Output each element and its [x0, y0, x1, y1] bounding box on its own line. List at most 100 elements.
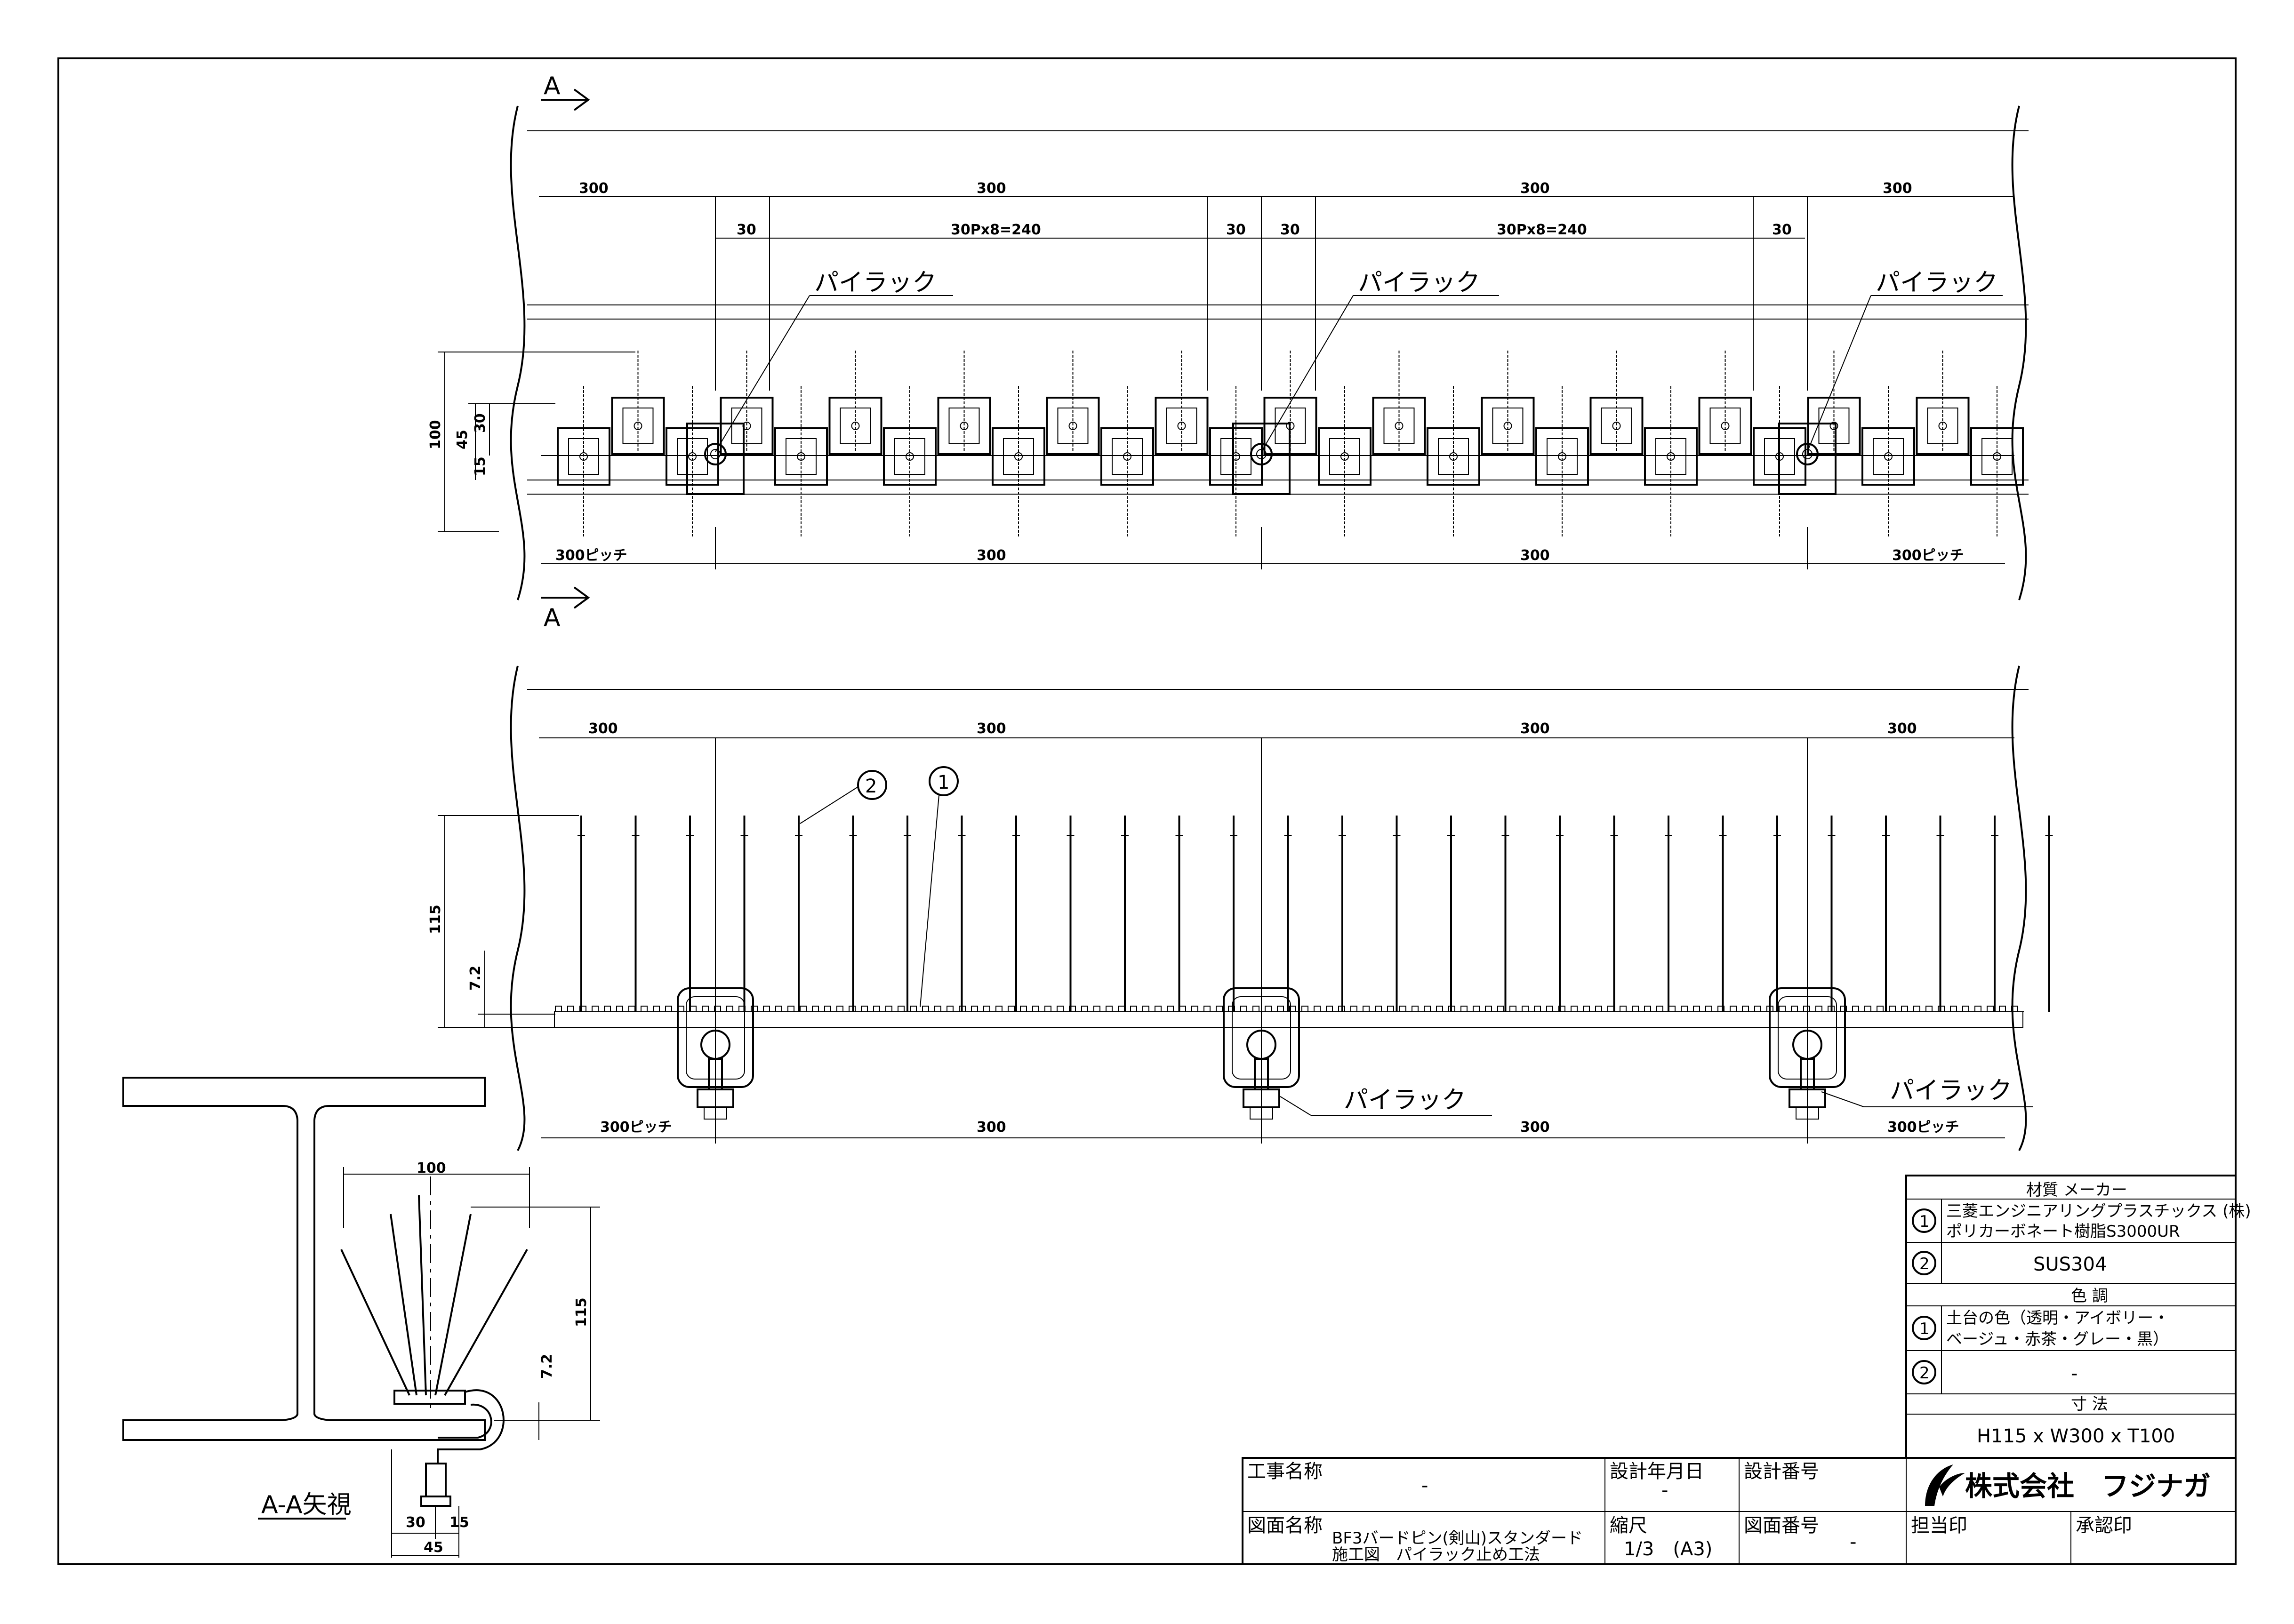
- elev-break-right: [2011, 665, 2027, 1151]
- plan-spike-center: [1123, 452, 1131, 461]
- plan-spike-hub: [786, 438, 817, 475]
- section-dim-45: 45: [424, 1539, 443, 1556]
- plan-spike-hub: [677, 438, 708, 475]
- plan-spike-hub: [1927, 408, 1958, 444]
- elev-left-dim-72: 7.2: [467, 966, 484, 991]
- plan-spike-base: [1970, 427, 2024, 486]
- plan-spike-base: [1046, 397, 1100, 455]
- plan-spike-base: [1535, 427, 1589, 486]
- plan-pirack-bolt-core: [1802, 449, 1813, 459]
- plan-spike-base: [1481, 397, 1535, 455]
- plan-spike-base: [666, 427, 719, 486]
- section-base: [393, 1390, 466, 1405]
- plan-spike-hub: [1329, 438, 1360, 475]
- plan-spike-hub: [1873, 438, 1904, 475]
- company-name: 株式会社 フジナガ: [1965, 1470, 2211, 1502]
- plan-break-left: [510, 105, 526, 600]
- plan-spike-hub: [1818, 408, 1850, 444]
- size-value: H115 x W300 x T100: [1977, 1425, 2175, 1447]
- plan-spike-base: [1209, 427, 1263, 486]
- plan-sub-dim-5: 30Px8=240: [1497, 222, 1587, 238]
- plan-spike-base: [992, 427, 1045, 486]
- plan-pirack-label-1: パイラック: [814, 269, 937, 297]
- plan-pirack-bolt: [1796, 443, 1819, 465]
- plan-spike-center: [1068, 422, 1077, 430]
- plan-spike-center: [1395, 422, 1404, 430]
- design-date-label: 設計年月日: [1610, 1461, 1704, 1482]
- plan-spike-hub: [1383, 408, 1415, 444]
- plan-break-right: [2011, 105, 2027, 600]
- plan-top-dim-2: 300: [977, 180, 1006, 197]
- plan-spike-hub: [1166, 408, 1197, 444]
- elev-pirack-clamp: [677, 987, 754, 1088]
- color2-number: 2: [1919, 1364, 1930, 1383]
- elev-left-dim-115: 115: [427, 904, 444, 934]
- plan-spike-center: [634, 422, 642, 430]
- plan-pirack-bolt-core: [1256, 449, 1267, 459]
- plan-spike-center: [1993, 452, 2001, 461]
- plan-pirack-label-2: パイラック: [1358, 269, 1480, 297]
- elev-bottom-dim-1: 300ピッチ: [600, 1119, 672, 1136]
- elev-pirack-clamp-inner: [1232, 996, 1291, 1080]
- item1-maker: 三菱エンジニアリングプラスチックス (株): [1946, 1202, 2251, 1221]
- elev-serration: [555, 1006, 2024, 1012]
- section-view: 100 115 7.2 30 15 45 A-A矢視: [122, 1077, 600, 1558]
- plan-spike-base: [720, 397, 774, 455]
- plan-spike-group: [557, 197, 2024, 569]
- elev-bottom-dim-3: 300: [1520, 1119, 1550, 1136]
- plan-spike-center: [688, 452, 697, 461]
- elevation-view: 300 300 300 300 2 1 115 7.2 パイラック パイラック …: [427, 665, 2053, 1151]
- plan-spike-hub: [1981, 438, 2013, 475]
- plan-bottom-dim-2: 300: [977, 547, 1006, 564]
- plan-pirack-bolt: [704, 443, 727, 465]
- elev-pirack-clamp: [1223, 987, 1300, 1088]
- design-number-label: 設計番号: [1744, 1461, 1819, 1482]
- scale-value: 1/3 (A3): [1624, 1538, 1712, 1560]
- svg-text:2: 2: [865, 776, 877, 797]
- elev-pirack-clamp-inner: [1778, 996, 1837, 1080]
- plan-spike-hub: [568, 438, 599, 475]
- plan-spike-hub: [948, 408, 980, 444]
- person-in-charge-label: 担当印: [1911, 1515, 1967, 1536]
- plan-spike-hub: [1601, 408, 1632, 444]
- plan-spike-center: [579, 452, 588, 461]
- section-marker-bottom: A: [544, 604, 561, 632]
- size-header: 寸 法: [2071, 1395, 2108, 1414]
- elev-base-strip: [554, 1011, 2023, 1028]
- callout-2: [857, 770, 887, 800]
- plan-spike-hub: [1492, 408, 1524, 444]
- elev-top-dim-4: 300: [1887, 720, 1917, 737]
- plan-spike-hub: [1655, 438, 1686, 475]
- color1-line2: ベージュ・赤茶・グレー・黒）: [1946, 1330, 2169, 1349]
- plan-spike-base: [883, 427, 937, 486]
- elev-pirack-bolt-end: [1250, 1107, 1273, 1120]
- plan-sub-dim-4: 30: [1280, 222, 1300, 238]
- plan-spike-base: [937, 397, 991, 455]
- item2-material: SUS304: [2033, 1254, 2107, 1275]
- plan-spike-center: [1177, 422, 1186, 430]
- item1-number: 1: [1919, 1212, 1930, 1231]
- plan-spike-center: [1612, 422, 1621, 430]
- plan-top-dim-1: 300: [579, 180, 609, 197]
- plan-pirack-clamp: [1232, 423, 1291, 495]
- drawing-number-value: -: [1850, 1531, 1856, 1553]
- plan-spike-base: [828, 397, 882, 455]
- plan-spike-base: [1589, 397, 1644, 455]
- section-bolt: [425, 1463, 447, 1497]
- plan-spike-center: [1884, 452, 1893, 461]
- plan-spike-base: [1698, 397, 1752, 455]
- plan-pirack-bolt-core: [710, 449, 721, 459]
- plan-spike-base: [1807, 397, 1861, 455]
- plan-spike-hub: [731, 408, 762, 444]
- plan-spike-base: [1916, 397, 1970, 455]
- i-beam: [122, 1077, 486, 1441]
- project-label: 工事名称: [1247, 1461, 1323, 1482]
- plan-pirack-clamp: [686, 423, 745, 495]
- plan-sub-dim-2: 30Px8=240: [951, 222, 1041, 238]
- color1-number: 1: [1919, 1320, 1930, 1338]
- spec-table: 材質 メーカー 1 三菱エンジニアリングプラスチックス (株) ポリカーボネート…: [1905, 1175, 2251, 1459]
- plan-spike-center: [1829, 422, 1838, 430]
- plan-spike-center: [1503, 422, 1512, 430]
- plan-spike-hub: [622, 408, 654, 444]
